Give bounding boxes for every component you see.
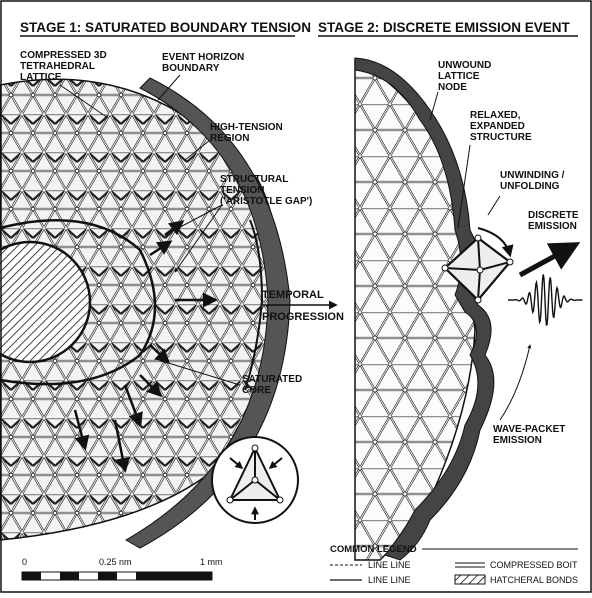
scale-end: 1 mm (200, 557, 223, 567)
label-packet-2: EMISSION (493, 435, 542, 446)
label-tension-2: REGION (210, 133, 249, 144)
label-emission-1: DISCRETE (528, 210, 579, 221)
label-lattice-1: COMPRESSED 3D (20, 50, 107, 61)
tetrahedron-inset (212, 437, 298, 523)
label-relaxed-2: EXPANDED (470, 121, 525, 132)
label-lattice-3: LATTICE (20, 72, 62, 83)
svg-text:UNWINDING /UNFOLDING: UNWINDING /UNFOLDING (500, 170, 565, 192)
stage1-title: STAGE 1: SATURATED BOUNDARY TENSION (20, 20, 311, 35)
label-structural-1: STRUCTURAL (220, 174, 288, 185)
scale-zero: 0 (22, 557, 27, 567)
label-core-2: CORE (242, 385, 271, 396)
legend-title: COMMON LEGEND (330, 544, 417, 555)
legend-item-4: HATCHERAL BONDS (490, 575, 578, 585)
wave-packet (508, 274, 582, 324)
label-emission-2: EMISSION (528, 221, 577, 232)
label-core-1: SATURATED (242, 374, 302, 385)
label-tension-1: HIGH-TENSION (210, 122, 283, 133)
discrete-emission-arrow (520, 245, 575, 275)
label-unwinding-1: UNWINDING / (500, 170, 565, 181)
label-horizon-2: BOUNDARY (162, 63, 220, 74)
legend-item-3: COMPRESSED BOIT (490, 560, 578, 570)
legend-item-1: LINE LINE (368, 560, 411, 570)
transition-line2: PROGRESSION (262, 311, 344, 323)
stage2-title: STAGE 2: DISCRETE EMISSION EVENT (318, 20, 571, 35)
legend-item-2: LINE LINE (368, 575, 411, 585)
label-relaxed-3: STRUCTURE (470, 132, 532, 143)
label-structural-3: ('ARISTOTLE GAP') (220, 196, 312, 207)
label-node-2: LATTICE (438, 71, 480, 82)
stage1-sphere (0, 78, 298, 548)
label-packet-1: WAVE-PACKET (493, 424, 565, 435)
label-structural-2: TENSION (220, 185, 264, 196)
label-lattice-2: TETRAHEDRAL (20, 61, 95, 72)
label-horizon-1: EVENT HORIZON (162, 52, 244, 63)
label-node-1: UNWOUND (438, 60, 491, 71)
scale-mid: 0.25 nm (99, 557, 132, 567)
stage2-sphere (355, 58, 582, 560)
label-unwinding-2: UNFOLDING (500, 181, 560, 192)
label-relaxed-1: RELAXED, (470, 110, 521, 121)
transition-line1: TEMPORAL (262, 289, 324, 301)
legend: COMMON LEGEND LINE LINE LINE LINE COMPRE… (330, 544, 578, 585)
scale-bar: 0 0.25 nm 1 mm (22, 557, 223, 580)
label-node-3: NODE (438, 82, 467, 93)
